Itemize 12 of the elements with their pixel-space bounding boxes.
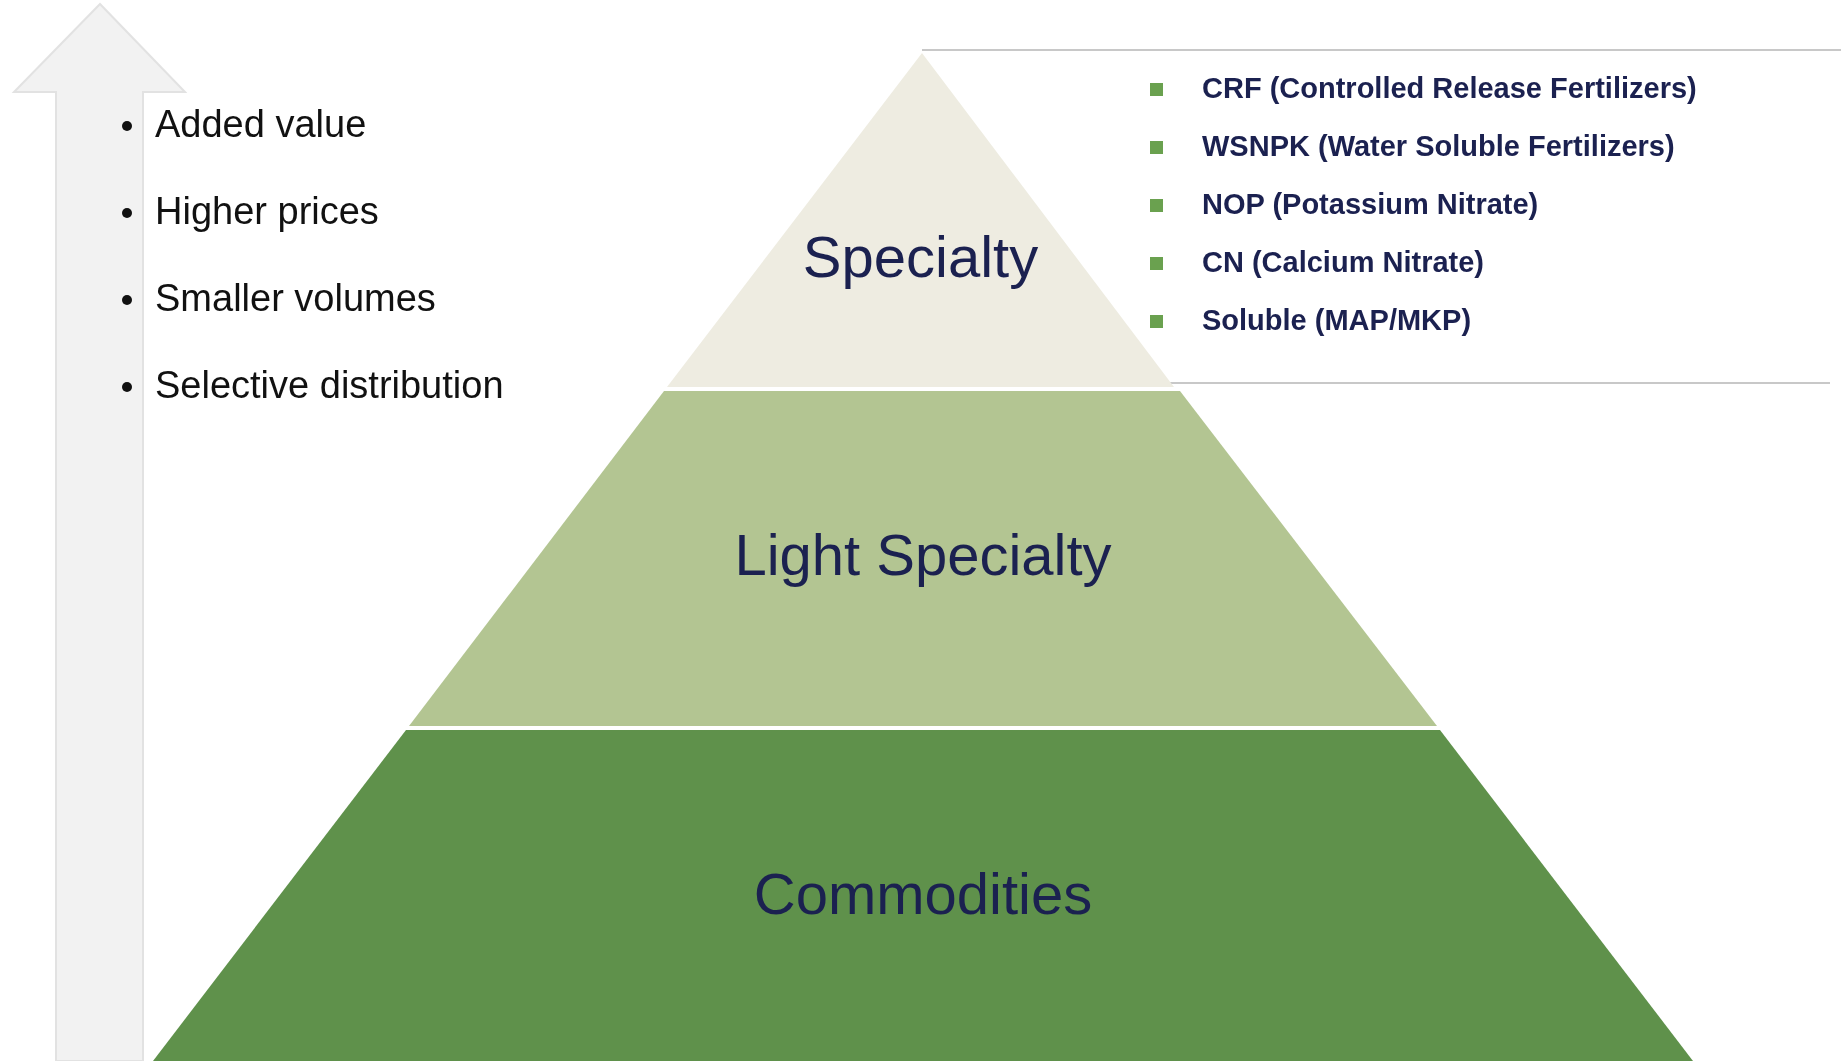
tier-label: Light Specialty xyxy=(734,521,1112,588)
product-text: NOP (Potassium Nitrate) xyxy=(1202,188,1539,221)
bullet-text: Selective distribution xyxy=(155,364,504,407)
product-text: CRF (Controlled Release Fertilizers) xyxy=(1202,72,1697,105)
tier-label: Specialty xyxy=(802,223,1039,290)
bullet-text: Higher prices xyxy=(155,190,379,233)
product-text: WSNPK (Water Soluble Fertilizers) xyxy=(1202,130,1675,163)
product-text: Soluble (MAP/MKP) xyxy=(1202,304,1472,337)
product-text: CN (Calcium Nitrate) xyxy=(1202,246,1484,279)
bullet-text: Smaller volumes xyxy=(155,277,436,320)
tier-label: Commodities xyxy=(753,860,1093,927)
bullet-text: Added value xyxy=(155,103,367,146)
